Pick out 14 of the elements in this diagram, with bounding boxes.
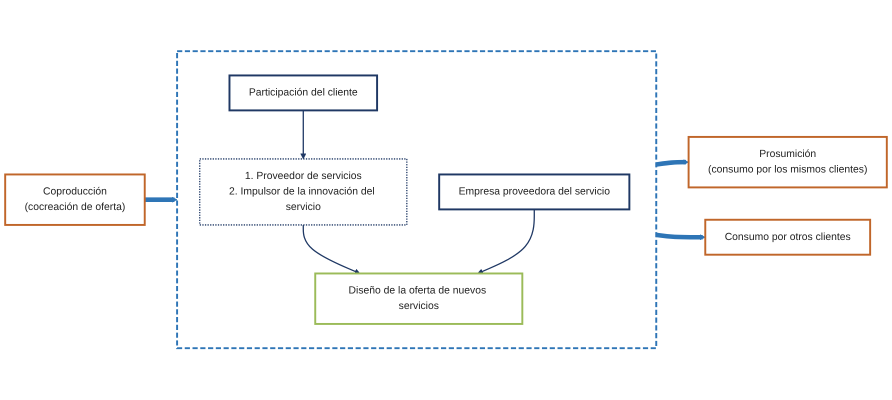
arrow [300, 110, 306, 160]
node-box: Coproducción (cocreación de oferta) [4, 174, 146, 226]
arrow [144, 197, 178, 203]
arrow [656, 160, 689, 168]
node-box: 1. Proveedor de servicios 2. Impulsor de la innovación del servicio [199, 158, 408, 226]
arrow [656, 232, 706, 240]
cluster [176, 50, 658, 350]
arrow [477, 210, 535, 274]
node-box: Prosumición (consumo por los mismos clientes) [688, 136, 888, 189]
node-box: Empresa proveedora del servicio [438, 174, 630, 211]
node-box: Consumo por otros clientes [704, 219, 872, 256]
node-box: Diseño de la oferta de nuevos servicios [314, 272, 524, 326]
arrow [302, 225, 360, 274]
node-box: Participación del cliente [228, 74, 378, 112]
